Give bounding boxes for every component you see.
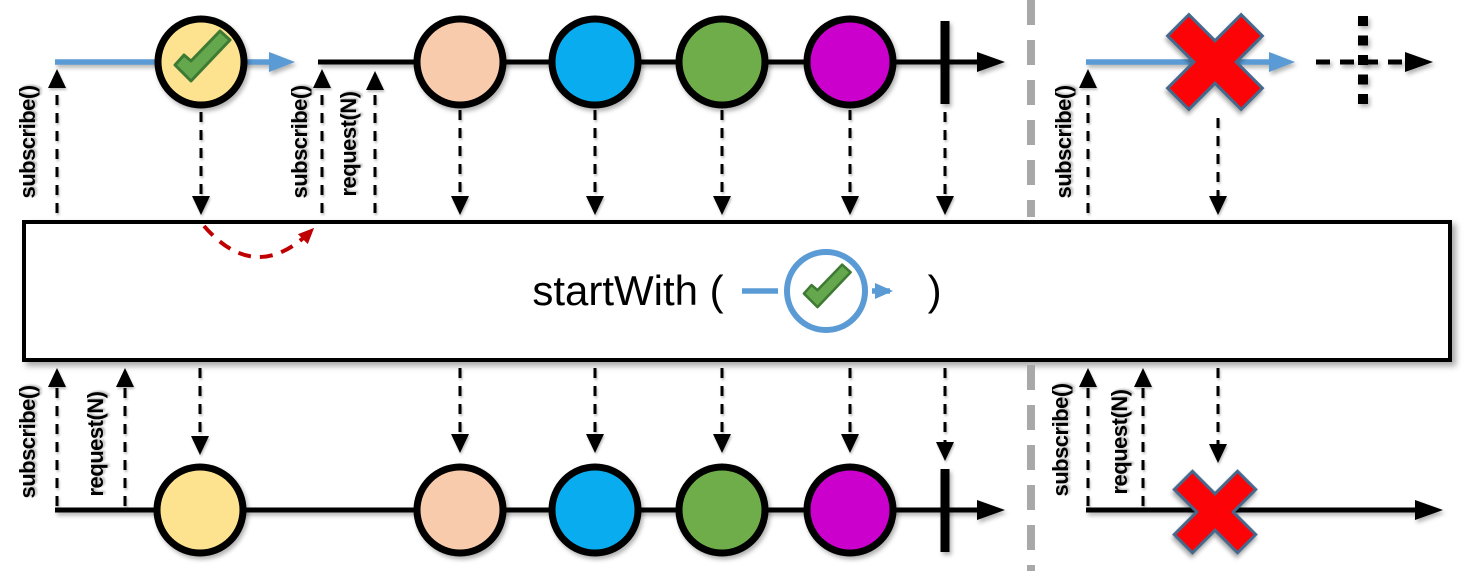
- marble-yellow-checkmark: [154, 15, 248, 109]
- operator-subscribe-arrow: [202, 224, 315, 259]
- marble-cyan: [548, 15, 642, 109]
- subscribe-label: subscribe(): [1051, 85, 1076, 199]
- marble-green: [675, 463, 769, 557]
- marble-peach: [413, 15, 507, 109]
- marble-layer: [153, 12, 1265, 557]
- operator-label-prefix: startWith (: [532, 267, 724, 314]
- subscribe-label: subscribe(): [1048, 383, 1073, 497]
- operator-label-suffix: ): [927, 267, 942, 314]
- error-x: [1165, 12, 1265, 112]
- subscribe-label: subscribe(): [15, 85, 40, 199]
- marble-magenta: [803, 463, 897, 557]
- subscribe-label: subscribe(): [15, 385, 40, 499]
- operator-argument-marble: [741, 249, 893, 333]
- request-label: request(N): [83, 391, 108, 497]
- marble-green: [675, 15, 769, 109]
- marble-yellow: [153, 463, 247, 557]
- request-label: request(N): [336, 91, 361, 197]
- marble-magenta: [803, 15, 897, 109]
- request-label: request(N): [1107, 389, 1132, 495]
- marble-cyan: [548, 463, 642, 557]
- error-x: [1172, 469, 1258, 555]
- subscribe-label: subscribe(): [287, 85, 312, 199]
- marble-peach: [413, 463, 507, 557]
- operator-box: startWith ( ): [22, 220, 1452, 362]
